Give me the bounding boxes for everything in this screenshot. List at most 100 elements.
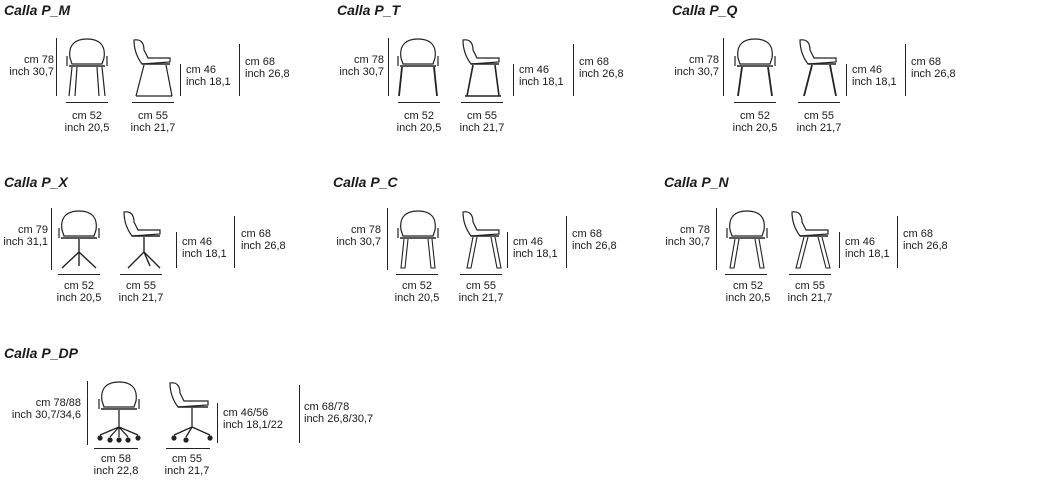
height-line: [387, 208, 388, 270]
depth-cm: cm 55: [126, 280, 156, 292]
height-inch: inch 31,1: [3, 236, 48, 248]
arm-line: [234, 216, 235, 268]
chair-side-view: [796, 36, 842, 98]
height-inch: inch 30,7: [9, 66, 54, 78]
product-calla-p-m: Calla P_M cm 78 inch 30,7 cm 46 inch 18,…: [4, 2, 324, 142]
width-line: [58, 274, 100, 275]
seat-inch: inch 18,1/22: [223, 419, 283, 431]
width-line: [94, 448, 138, 449]
depth-inch: inch 21,7: [118, 292, 164, 304]
depth-line: [789, 274, 831, 275]
height-cm: cm 78: [354, 54, 384, 66]
arm-inch: inch 26,8: [579, 68, 624, 80]
depth-inch: inch 21,7: [164, 465, 210, 477]
height-inch: inch 30,7: [665, 236, 710, 248]
width-line: [734, 102, 776, 103]
height-line: [716, 208, 717, 270]
depth-cm: cm 55: [804, 110, 834, 122]
seat-cm: cm 46/56: [223, 407, 269, 419]
chair-side-view: [166, 379, 216, 443]
height-cm: cm 78: [680, 224, 710, 236]
height-cm: cm 78: [689, 54, 719, 66]
seat-cm: cm 46: [519, 64, 549, 76]
depth-cm: cm 55: [172, 453, 202, 465]
chair-front-view: [94, 379, 144, 443]
seat-cm: cm 46: [182, 236, 212, 248]
arm-line: [299, 385, 300, 443]
arm-line: [566, 216, 567, 268]
product-title: Calla P_Q: [672, 2, 738, 18]
product-calla-p-x: Calla P_X cm 79 inch 31,1 cm 46 inch 18,…: [3, 174, 324, 314]
product-title: Calla P_C: [333, 174, 398, 190]
arm-inch: inch 26,8: [911, 68, 956, 80]
seat-line: [839, 232, 840, 268]
height-cm: cm 78: [351, 224, 381, 236]
chair-front-view: [395, 36, 441, 98]
arm-cm: cm 68: [572, 228, 602, 240]
depth-line: [460, 274, 502, 275]
seat-cm: cm 46: [845, 236, 875, 248]
chair-front-view: [732, 36, 778, 98]
arm-cm: cm 68: [579, 56, 609, 68]
seat-line: [507, 232, 508, 268]
width-line: [398, 102, 440, 103]
arm-inch: inch 26,8/30,7: [304, 413, 374, 425]
arm-inch: inch 26,8: [245, 68, 290, 80]
arm-line: [573, 44, 574, 96]
chair-side-view: [130, 36, 176, 98]
width-cm: cm 52: [72, 110, 102, 122]
depth-inch: inch 21,7: [787, 292, 833, 304]
product-title: Calla P_DP: [4, 345, 78, 361]
width-cm: cm 58: [101, 453, 131, 465]
seat-line: [180, 64, 181, 96]
depth-cm: cm 55: [138, 110, 168, 122]
product-title: Calla P_N: [664, 174, 729, 190]
width-inch: inch 20,5: [64, 122, 110, 134]
width-line: [396, 274, 438, 275]
arm-cm: cm 68: [911, 56, 941, 68]
width-line: [725, 274, 767, 275]
chair-front-view: [395, 208, 441, 270]
depth-cm: cm 55: [795, 280, 825, 292]
depth-line: [132, 102, 174, 103]
height-inch: inch 30,7: [336, 236, 381, 248]
width-cm: cm 52: [402, 280, 432, 292]
height-cm: cm 79: [18, 224, 48, 236]
arm-inch: inch 26,8: [903, 240, 948, 252]
chair-side-view: [120, 208, 166, 270]
seat-inch: inch 18,1: [513, 248, 558, 260]
seat-line: [513, 64, 514, 96]
width-inch: inch 20,5: [725, 292, 771, 304]
height-cm: cm 78: [24, 54, 54, 66]
depth-inch: inch 21,7: [459, 122, 505, 134]
chair-side-view: [788, 208, 834, 270]
seat-inch: inch 18,1: [852, 76, 897, 88]
seat-cm: cm 46: [852, 64, 882, 76]
product-calla-p-c: Calla P_C cm 78 inch 30,7 cm 46 inch 18,…: [333, 174, 653, 314]
arm-line: [905, 44, 906, 96]
seat-line: [217, 403, 218, 443]
arm-cm: cm 68/78: [304, 401, 350, 413]
seat-inch: inch 18,1: [186, 76, 231, 88]
seat-cm: cm 46: [186, 64, 216, 76]
width-inch: inch 20,5: [396, 122, 442, 134]
product-title: Calla P_X: [4, 174, 68, 190]
width-inch: inch 20,5: [732, 122, 778, 134]
seat-line: [176, 232, 177, 268]
height-line: [723, 38, 724, 96]
depth-line: [166, 448, 210, 449]
width-inch: inch 20,5: [56, 292, 102, 304]
product-title: Calla P_T: [337, 2, 401, 18]
arm-line: [239, 44, 240, 96]
height-inch: inch 30,7/34,6: [11, 409, 81, 421]
width-cm: cm 52: [64, 280, 94, 292]
chair-front-view: [56, 208, 102, 270]
product-calla-p-dp: Calla P_DP cm 78/88 inch 30,7/34,6 cm 46…: [4, 345, 404, 490]
height-inch: inch 30,7: [674, 66, 719, 78]
seat-line: [846, 64, 847, 96]
arm-inch: inch 26,8: [241, 240, 286, 252]
arm-cm: cm 68: [245, 56, 275, 68]
depth-cm: cm 55: [467, 110, 497, 122]
width-inch: inch 20,5: [394, 292, 440, 304]
